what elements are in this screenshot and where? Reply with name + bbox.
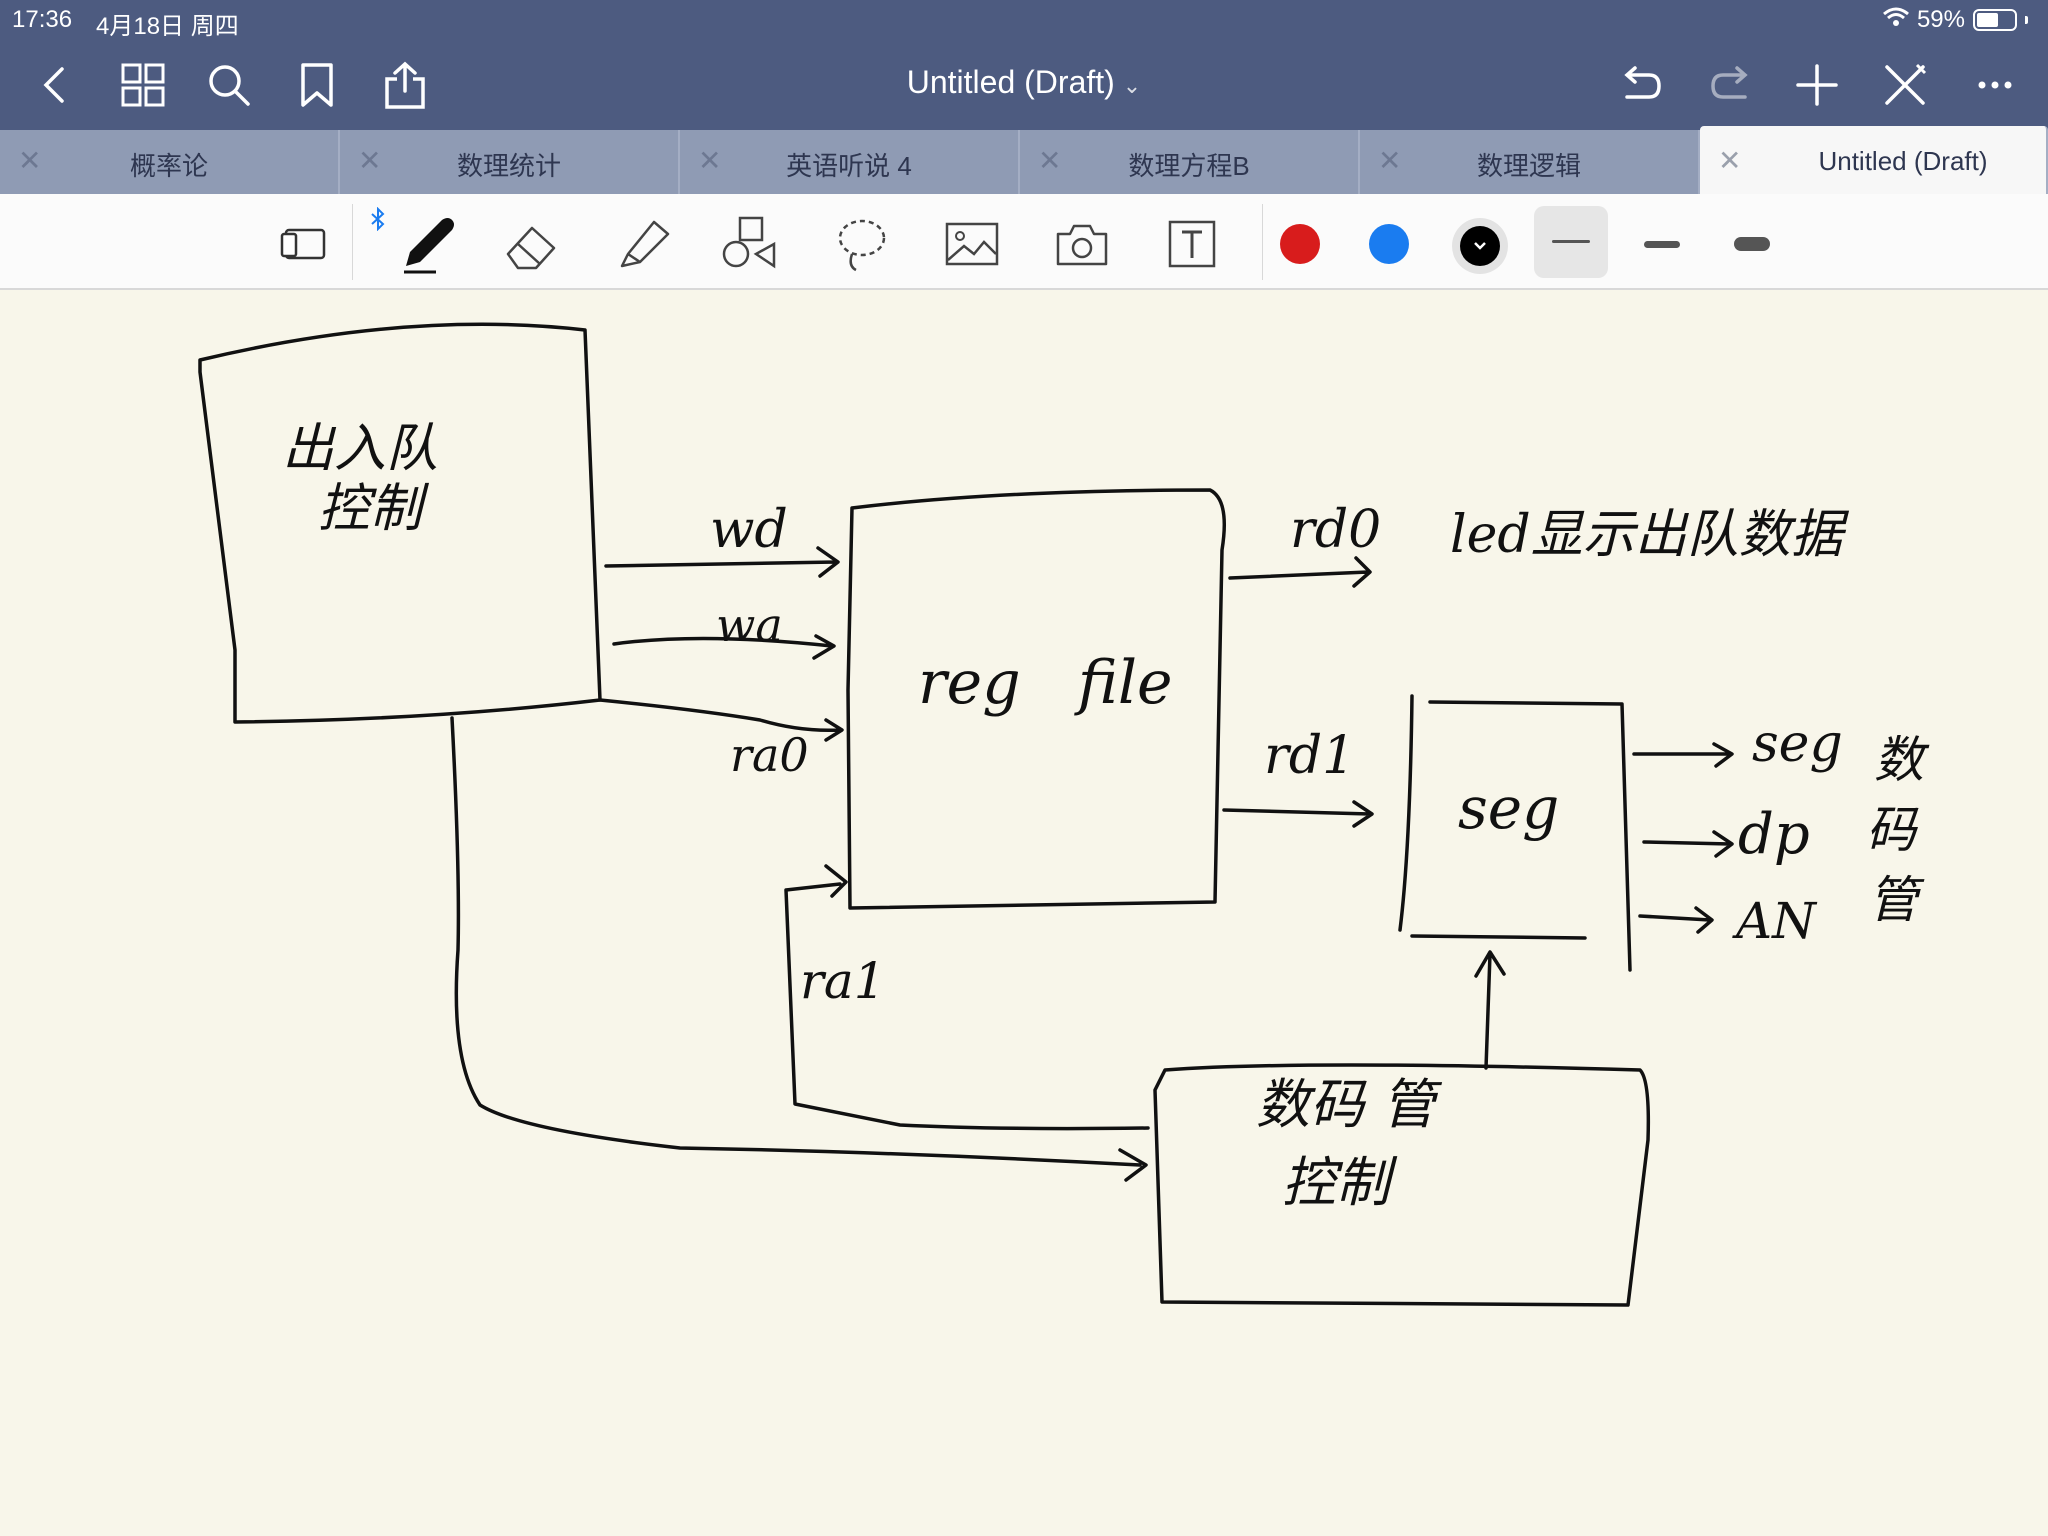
more-icon[interactable] bbox=[1970, 60, 2020, 110]
label-seg-box: seg bbox=[1458, 774, 1560, 842]
undo-icon[interactable] bbox=[1616, 60, 1666, 110]
status-bar: 17:36 4月18日 周四 59% bbox=[0, 0, 2048, 40]
arrow-seg-out bbox=[1632, 742, 1734, 768]
box-seg bbox=[1398, 694, 1632, 972]
label-box1-line2: 控制 bbox=[318, 479, 423, 539]
stroke-medium[interactable] bbox=[1630, 212, 1694, 276]
label-side-1: 数 bbox=[1874, 731, 1924, 789]
tab-label: Untitled (Draft) bbox=[1818, 146, 1988, 176]
arrow-rd1 bbox=[1222, 800, 1374, 828]
status-date: 4月18日 周四 bbox=[96, 13, 239, 40]
close-icon[interactable]: ✕ bbox=[1038, 145, 1062, 176]
tab-label: 数理统计 bbox=[456, 151, 561, 181]
arrow-rd0 bbox=[1228, 556, 1372, 588]
battery-percent: 59% bbox=[1916, 6, 1965, 33]
close-icon[interactable]: ✕ bbox=[1378, 145, 1402, 176]
lasso-icon[interactable] bbox=[830, 212, 894, 276]
tab-5[interactable]: ✕ 数理逻辑 bbox=[1360, 130, 1700, 194]
tab-3[interactable]: ✕ 英语听说 4 bbox=[680, 130, 1020, 194]
status-time: 17:36 bbox=[12, 6, 73, 33]
color-black[interactable] bbox=[1460, 226, 1500, 266]
label-ra1: ra1 bbox=[800, 952, 886, 1010]
bookmark-icon[interactable] bbox=[292, 60, 342, 110]
arrow-wa bbox=[612, 634, 836, 660]
label-wd: wd bbox=[710, 500, 788, 560]
eraser-icon[interactable] bbox=[500, 212, 564, 276]
arrow-dp-out bbox=[1642, 830, 1734, 858]
pen-icon[interactable] bbox=[388, 212, 468, 276]
document-title[interactable]: Untitled (Draft) ⌄ bbox=[0, 64, 2048, 101]
box-display-control bbox=[1153, 1063, 1651, 1307]
toolbar-divider bbox=[1262, 204, 1263, 280]
redo-icon[interactable] bbox=[1706, 60, 1756, 110]
search-icon[interactable] bbox=[204, 60, 254, 110]
arrow-box1-to-display bbox=[450, 716, 1148, 1182]
bluetooth-icon bbox=[366, 204, 390, 234]
label-led-display: led显示出队数据 bbox=[1450, 505, 1843, 565]
tab-2[interactable]: ✕ 数理统计 bbox=[340, 130, 680, 194]
tab-bar: ✕ 概率论 ✕ 数理统计 ✕ 英语听说 4 ✕ 数理方程B ✕ 数理逻辑 ✕ U… bbox=[0, 126, 2048, 194]
shapes-icon[interactable] bbox=[718, 212, 782, 276]
label-side-2: 码 bbox=[1866, 801, 1916, 859]
document-title-text: Untitled (Draft) bbox=[906, 64, 1115, 100]
note-canvas[interactable]: 出入队 控制 reg file seg 数码 管 控制 wd wa ra0 ra… bbox=[0, 290, 2048, 1536]
label-box1-line1: 出入队 bbox=[282, 419, 439, 479]
arrow-an-out bbox=[1638, 906, 1714, 934]
color-red[interactable] bbox=[1280, 224, 1320, 264]
label-box4-line2: 控制 bbox=[1282, 1151, 1390, 1214]
wifi-icon bbox=[1882, 6, 1909, 34]
grid-icon[interactable] bbox=[118, 60, 168, 110]
camera-icon[interactable] bbox=[1050, 212, 1114, 276]
tab-1[interactable]: ✕ 概率论 bbox=[0, 130, 340, 194]
title-bar: Untitled (Draft) ⌄ bbox=[0, 40, 2048, 130]
pen-close-icon[interactable] bbox=[1880, 60, 1930, 110]
tab-label: 概率论 bbox=[129, 151, 208, 181]
chevron-down-icon: ⌄ bbox=[1122, 73, 1142, 98]
label-out-seg: seg bbox=[1752, 714, 1843, 774]
share-icon[interactable] bbox=[380, 60, 430, 110]
close-icon[interactable]: ✕ bbox=[358, 145, 382, 176]
tab-label: 数理方程B bbox=[1128, 151, 1250, 181]
label-out-dp: dp bbox=[1738, 802, 1810, 867]
stroke-thick[interactable] bbox=[1720, 212, 1784, 276]
arrow-wd bbox=[604, 546, 840, 578]
text-icon[interactable] bbox=[1160, 212, 1224, 276]
label-rd1: rd1 bbox=[1264, 726, 1356, 786]
label-side-3: 管 bbox=[1868, 871, 1918, 929]
tab-label: 数理逻辑 bbox=[1476, 151, 1581, 181]
chevron-down-icon bbox=[1474, 242, 1486, 250]
arrow-ra0 bbox=[598, 698, 844, 742]
stroke-thin-selected[interactable] bbox=[1534, 206, 1608, 278]
tab-4[interactable]: ✕ 数理方程B bbox=[1020, 130, 1360, 194]
battery-tip bbox=[2025, 16, 2028, 24]
label-box4-line1: 数码 管 bbox=[1256, 1073, 1436, 1136]
label-reg-file: reg file bbox=[918, 648, 1173, 718]
close-icon[interactable]: ✕ bbox=[698, 145, 722, 176]
add-icon[interactable] bbox=[1792, 60, 1842, 110]
handwritten-strokes bbox=[198, 322, 1734, 1307]
highlighter-icon[interactable] bbox=[612, 212, 676, 276]
label-out-an: AN bbox=[1736, 892, 1816, 950]
battery-icon bbox=[1973, 9, 2017, 31]
image-icon[interactable] bbox=[940, 212, 1004, 276]
label-rd0: rd0 bbox=[1290, 500, 1382, 560]
drawing-toolbar bbox=[0, 194, 2048, 290]
color-blue[interactable] bbox=[1369, 224, 1409, 264]
tab-label: 英语听说 4 bbox=[786, 151, 912, 181]
close-icon[interactable]: ✕ bbox=[1718, 145, 1742, 176]
arrow-ra1 bbox=[784, 864, 1150, 1131]
tablet-icon[interactable] bbox=[272, 212, 336, 276]
status-right: 59% bbox=[1882, 6, 2028, 34]
arrow-display-to-seg bbox=[1474, 950, 1506, 1070]
label-wa: wa bbox=[716, 598, 783, 652]
back-icon[interactable] bbox=[30, 60, 80, 110]
close-icon[interactable]: ✕ bbox=[18, 145, 42, 176]
tab-active[interactable]: ✕ Untitled (Draft) bbox=[1700, 126, 2048, 194]
toolbar-divider bbox=[352, 204, 353, 280]
label-ra0: ra0 bbox=[730, 728, 809, 782]
box-reg-file bbox=[846, 488, 1226, 910]
